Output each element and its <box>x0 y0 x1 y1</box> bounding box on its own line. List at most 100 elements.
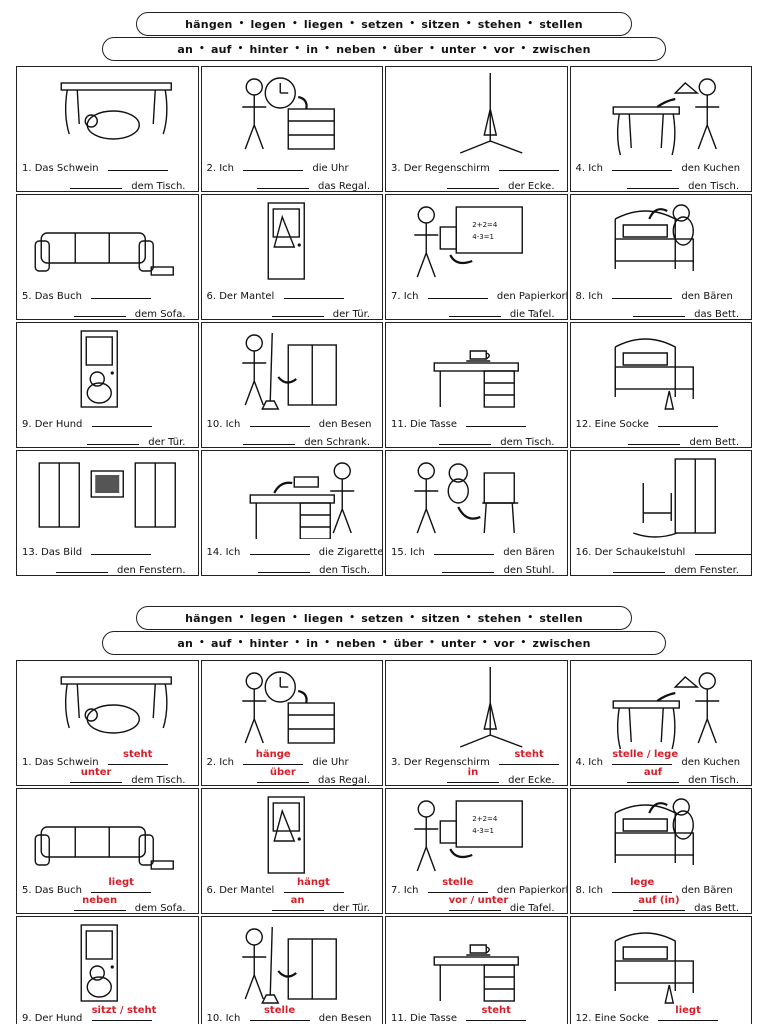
answer-blank[interactable]: stelle <box>249 1005 310 1021</box>
exercise-object: den Papierkorb <box>496 291 568 302</box>
answer-blank[interactable]: hängt <box>283 877 344 893</box>
exercise-line-2: dem Fenster. <box>613 561 739 575</box>
answer-blank[interactable] <box>107 159 168 171</box>
answer-blank[interactable]: auf (in) <box>632 895 685 911</box>
bullet-separator: • <box>520 638 527 648</box>
exercise-prompt: 11. Die Tasse <box>391 419 458 430</box>
answer-blank[interactable] <box>628 433 681 445</box>
word-bank-item: in <box>306 636 319 650</box>
exercise-line-1: 11. Die Tasse <box>391 415 527 430</box>
svg-text:2+2=4: 2+2=4 <box>472 815 498 823</box>
answer-blank[interactable]: lege <box>612 877 673 893</box>
bullet-separator: • <box>527 613 534 623</box>
answer-blank[interactable]: hänge <box>243 749 304 765</box>
answer-blank[interactable]: auf <box>626 767 679 783</box>
word-bank-item: über <box>393 42 424 56</box>
exercise-line-2: dem Tisch. <box>439 433 555 447</box>
cup-desk-icon <box>433 350 519 408</box>
answer-blank[interactable]: steht <box>499 749 560 765</box>
preposition-answer: in <box>467 767 479 778</box>
exercise-prompt: 11. Die Tasse <box>391 1013 458 1024</box>
exercise-line-2: unter dem Tisch. <box>70 767 186 785</box>
exercise-cell: 16. Der Schaukelstuhl dem Fenster. <box>569 450 752 576</box>
exercise-line-1: 11. Die Tasse steht <box>391 1005 527 1024</box>
broom-wardrobe-icon <box>241 332 337 410</box>
answer-blank[interactable] <box>466 415 527 427</box>
answer-blank[interactable]: neben <box>73 895 126 911</box>
exercise-line-1: 8. Ich den Bären <box>576 287 733 302</box>
exercise-line-2: der Tür. <box>271 305 370 319</box>
bullet-separator: • <box>481 638 488 648</box>
answer-blank[interactable] <box>442 561 495 573</box>
exercise-line-2: dem Sofa. <box>73 305 186 319</box>
answer-blank[interactable] <box>446 177 499 189</box>
word-bank-item: vor <box>493 42 515 56</box>
answer-blank[interactable]: liegt <box>91 877 152 893</box>
answer-blank[interactable]: stelle / lege <box>612 749 678 765</box>
answer-blank[interactable] <box>249 415 310 427</box>
verb-bank: hängen•legen•liegen•setzen•sitzen•stehen… <box>136 12 632 36</box>
exercise-location: der Tür. <box>148 437 186 448</box>
answer-blank[interactable]: an <box>271 895 324 911</box>
answer-blank[interactable] <box>632 305 685 317</box>
exercise-cell: 12. Eine Socke dem Bett. <box>569 322 752 448</box>
answer-blank[interactable]: über <box>256 767 309 783</box>
answer-blank[interactable] <box>55 561 108 573</box>
answer-blank[interactable]: unter <box>70 767 123 783</box>
bullet-separator: • <box>199 638 205 648</box>
answer-blank[interactable] <box>249 543 310 555</box>
verb-answer: liegt <box>675 1005 701 1016</box>
exercise-location: das Bett. <box>694 903 739 914</box>
answer-blank[interactable] <box>448 305 501 317</box>
bear-bed-icon <box>614 798 694 865</box>
exercise-object: die Uhr <box>312 163 349 174</box>
verb-answer: stelle <box>442 877 474 888</box>
answer-blank[interactable] <box>91 415 152 427</box>
exercise-prompt: 3. Der Regenschirm <box>391 757 490 768</box>
answer-blank[interactable] <box>271 305 324 317</box>
answer-blank[interactable]: steht <box>466 1005 527 1021</box>
answer-blank[interactable] <box>243 159 304 171</box>
answer-blank[interactable] <box>91 287 152 299</box>
verb-answer: steht <box>481 1005 511 1016</box>
answer-blank[interactable] <box>427 287 488 299</box>
answer-blank[interactable] <box>499 159 560 171</box>
bullet-separator: • <box>481 44 488 54</box>
answer-blank[interactable] <box>612 287 673 299</box>
exercise-prompt: 6. Der Mantel <box>206 885 275 896</box>
answer-blank[interactable]: vor / unter <box>448 895 508 911</box>
exercise-location: der Tür. <box>332 903 370 914</box>
answer-blank[interactable] <box>283 287 344 299</box>
answer-blank[interactable] <box>243 433 296 445</box>
answer-blank[interactable]: sitzt / steht <box>91 1005 156 1021</box>
answer-blank[interactable] <box>257 561 310 573</box>
exercise-line-2: die Tafel. <box>448 305 555 319</box>
answer-blank[interactable] <box>91 543 152 555</box>
preposition-answer: auf (in) <box>638 895 680 906</box>
answer-blank[interactable] <box>694 543 752 555</box>
exercise-line-2: den Tisch. <box>626 177 739 191</box>
answer-blank[interactable] <box>613 561 666 573</box>
answer-blank[interactable]: liegt <box>658 1005 719 1021</box>
umbrella-corner-icon <box>459 667 523 748</box>
answer-blank[interactable]: steht <box>107 749 168 765</box>
answer-blank[interactable] <box>658 415 719 427</box>
svg-text:4-3=1: 4-3=1 <box>472 827 494 835</box>
answer-blank[interactable] <box>626 177 679 189</box>
answer-blank[interactable] <box>439 433 492 445</box>
exercise-line-1: 2. Ich die Uhr <box>207 159 349 174</box>
word-bank-item: stehen <box>477 17 522 31</box>
answer-blank[interactable] <box>73 305 126 317</box>
answer-blank[interactable] <box>256 177 309 189</box>
answer-blank[interactable] <box>434 543 495 555</box>
answer-blank[interactable] <box>70 177 123 189</box>
answer-blank[interactable]: stelle <box>427 877 488 893</box>
exercise-line-1: 10. Ich stelle den Besen <box>207 1005 372 1024</box>
word-bank-item: legen <box>250 611 286 625</box>
answer-blank[interactable] <box>87 433 140 445</box>
answer-blank[interactable]: in <box>446 767 499 783</box>
exercise-line-1: 10. Ich den Besen <box>207 415 372 430</box>
exercise-line-2: das Regal. <box>256 177 370 191</box>
answer-blank[interactable] <box>612 159 673 171</box>
exercise-location: den Tisch. <box>688 775 739 786</box>
